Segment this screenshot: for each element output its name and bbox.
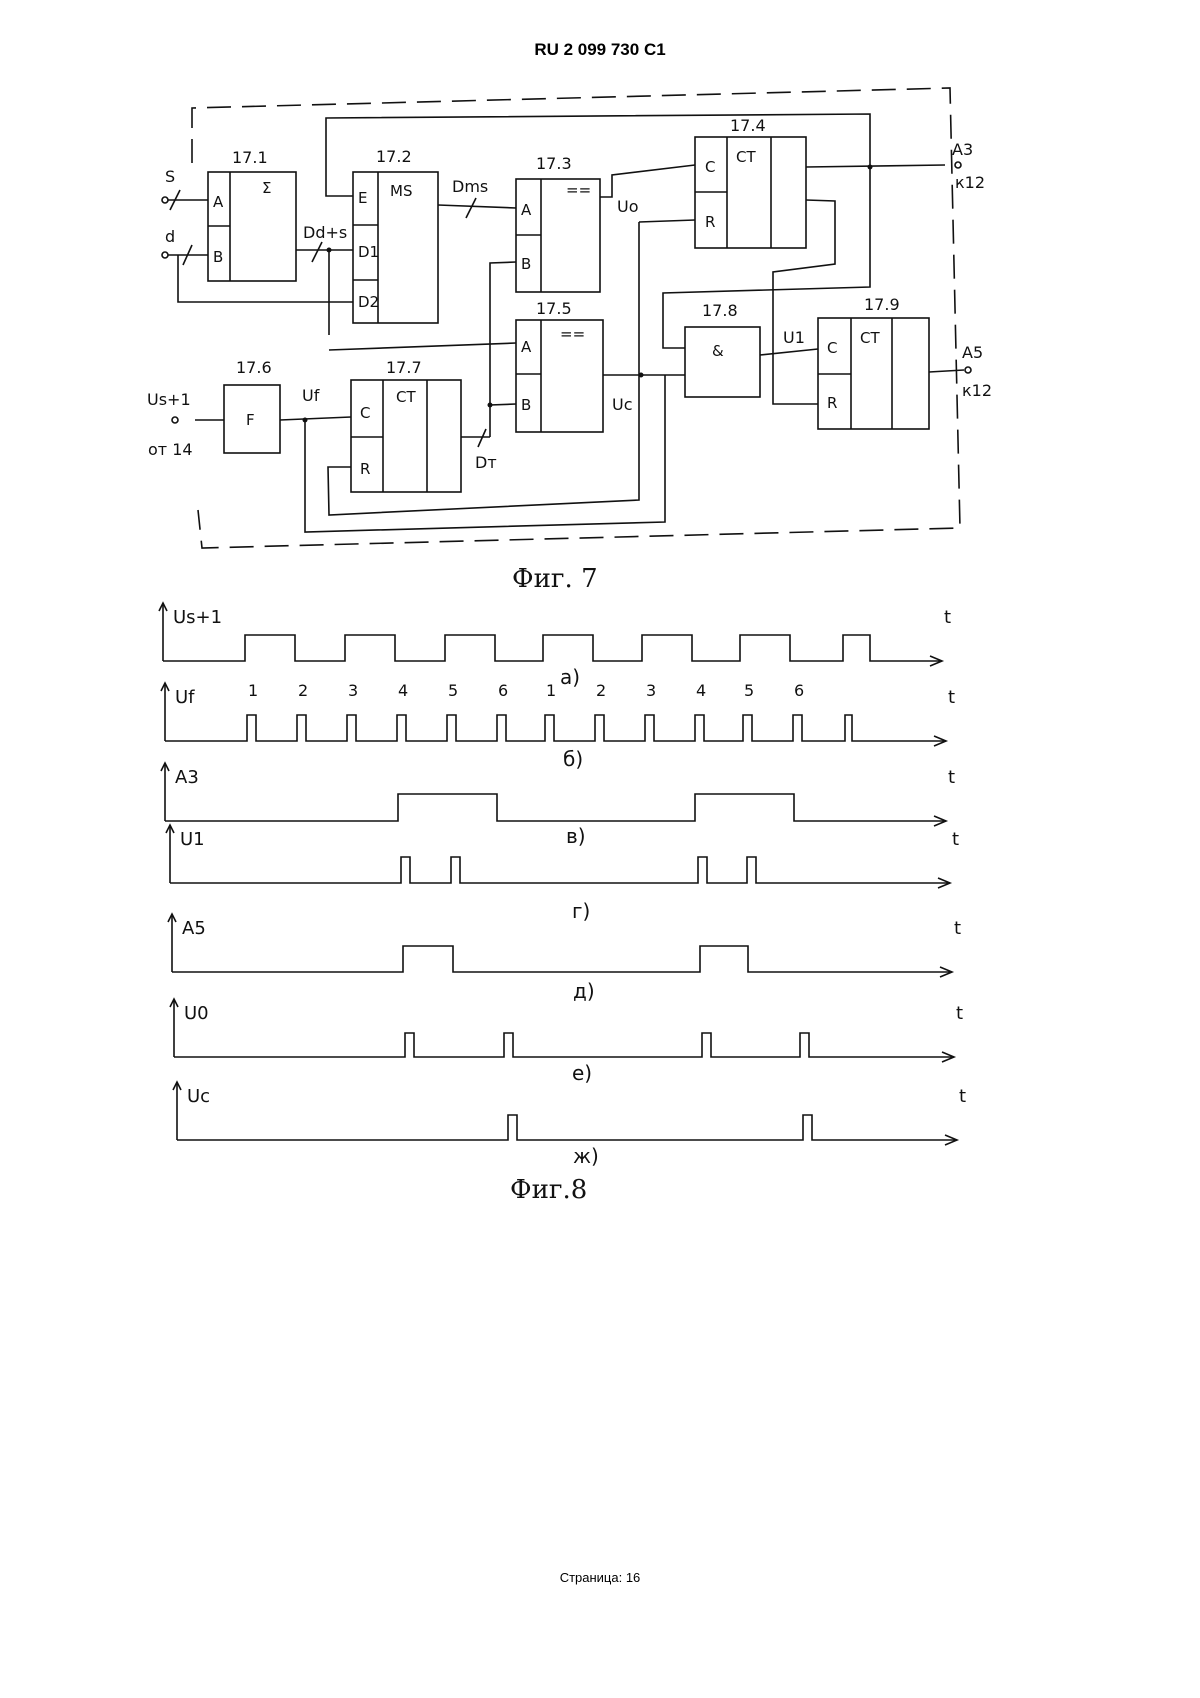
pulse-4 — [800, 1033, 809, 1057]
pulse-6 — [497, 715, 506, 741]
pulse-index-label: 2 — [298, 681, 308, 700]
pulse-1 — [401, 857, 410, 883]
pulse-2 — [700, 946, 748, 972]
pulse-4 — [543, 635, 593, 661]
pulse-1 — [247, 715, 256, 741]
pulse-index-label: 6 — [794, 681, 804, 700]
pulse-index-label: 4 — [398, 681, 408, 700]
time-label: t — [954, 918, 961, 939]
pulse-index-label: 3 — [646, 681, 656, 700]
pulse-3 — [347, 715, 356, 741]
pulse-3 — [445, 635, 495, 661]
time-label: t — [948, 687, 955, 708]
pulse-12 — [793, 715, 802, 741]
pulse-2 — [345, 635, 395, 661]
pulse-2 — [695, 794, 794, 821]
timing-row-5: A5 t д) — [168, 914, 961, 1003]
pulse-1 — [403, 946, 453, 972]
subfigure-label: е) — [572, 1061, 592, 1085]
signal-label: Us+1 — [173, 607, 222, 628]
pulse-6 — [740, 635, 790, 661]
subfigure-label: б) — [563, 747, 583, 771]
time-label: t — [948, 767, 955, 788]
subfigure-label: г) — [572, 899, 590, 923]
pulse-index-label: 6 — [498, 681, 508, 700]
timing-row-1: Us+1 t а) — [159, 603, 951, 689]
figure-8-caption: Фиг.8 — [510, 1175, 587, 1205]
pulse-7 — [843, 635, 870, 661]
pulse-index-label: 1 — [546, 681, 556, 700]
signal-label: A5 — [182, 918, 206, 939]
pulse-1 — [245, 635, 295, 661]
pulse-1 — [398, 794, 497, 821]
pulse-2 — [451, 857, 460, 883]
page-number: Страница: 16 — [0, 1570, 1200, 1585]
pulse-9 — [645, 715, 654, 741]
pulse-index-label: 5 — [744, 681, 754, 700]
time-label: t — [944, 607, 951, 628]
waveform — [177, 1115, 957, 1140]
pulse-10 — [695, 715, 704, 741]
pulse-13 — [845, 715, 852, 741]
waveform — [174, 1033, 954, 1057]
pulse-index-label: 5 — [448, 681, 458, 700]
pulse-index-label: 4 — [696, 681, 706, 700]
pulse-5 — [447, 715, 456, 741]
waveform — [170, 857, 950, 883]
subfigure-label: д) — [573, 979, 595, 1003]
signal-label: U0 — [184, 1003, 209, 1024]
timing-row-3: A3 t в) — [161, 763, 955, 848]
signal-label: Uc — [187, 1086, 210, 1107]
waveform — [165, 794, 946, 821]
subfigure-label: ж) — [573, 1144, 599, 1168]
timing-row-4: U1 t г) — [166, 825, 959, 923]
timing-row-6: U0 t е) — [170, 999, 963, 1085]
signal-label: U1 — [180, 829, 205, 850]
signal-label: Uf — [175, 687, 195, 708]
pulse-8 — [595, 715, 604, 741]
subfigure-label: а) — [560, 665, 580, 689]
waveform — [172, 946, 952, 972]
timing-row-2: Uf t б) 1 2 3 4 5 6 1 2 3 4 5 6 — [161, 681, 955, 771]
pulse-index-label: 1 — [248, 681, 258, 700]
signal-label: A3 — [175, 767, 199, 788]
timing-row-7: Uc t ж) — [173, 1082, 966, 1168]
pulse-index-label: 2 — [596, 681, 606, 700]
pulse-2 — [803, 1115, 812, 1140]
pulse-7 — [545, 715, 554, 741]
waveform — [163, 635, 942, 661]
subfigure-label: в) — [566, 824, 586, 848]
time-label: t — [952, 829, 959, 850]
pulse-4 — [397, 715, 406, 741]
time-label: t — [956, 1003, 963, 1024]
pulse-3 — [702, 1033, 711, 1057]
pulse-2 — [297, 715, 306, 741]
pulse-index-label: 3 — [348, 681, 358, 700]
time-label: t — [959, 1086, 966, 1107]
pulse-3 — [698, 857, 707, 883]
pulse-1 — [405, 1033, 414, 1057]
pulse-2 — [504, 1033, 513, 1057]
pulse-11 — [743, 715, 752, 741]
pulse-4 — [747, 857, 756, 883]
waveform — [165, 715, 946, 741]
pulse-1 — [508, 1115, 517, 1140]
pulse-5 — [642, 635, 692, 661]
